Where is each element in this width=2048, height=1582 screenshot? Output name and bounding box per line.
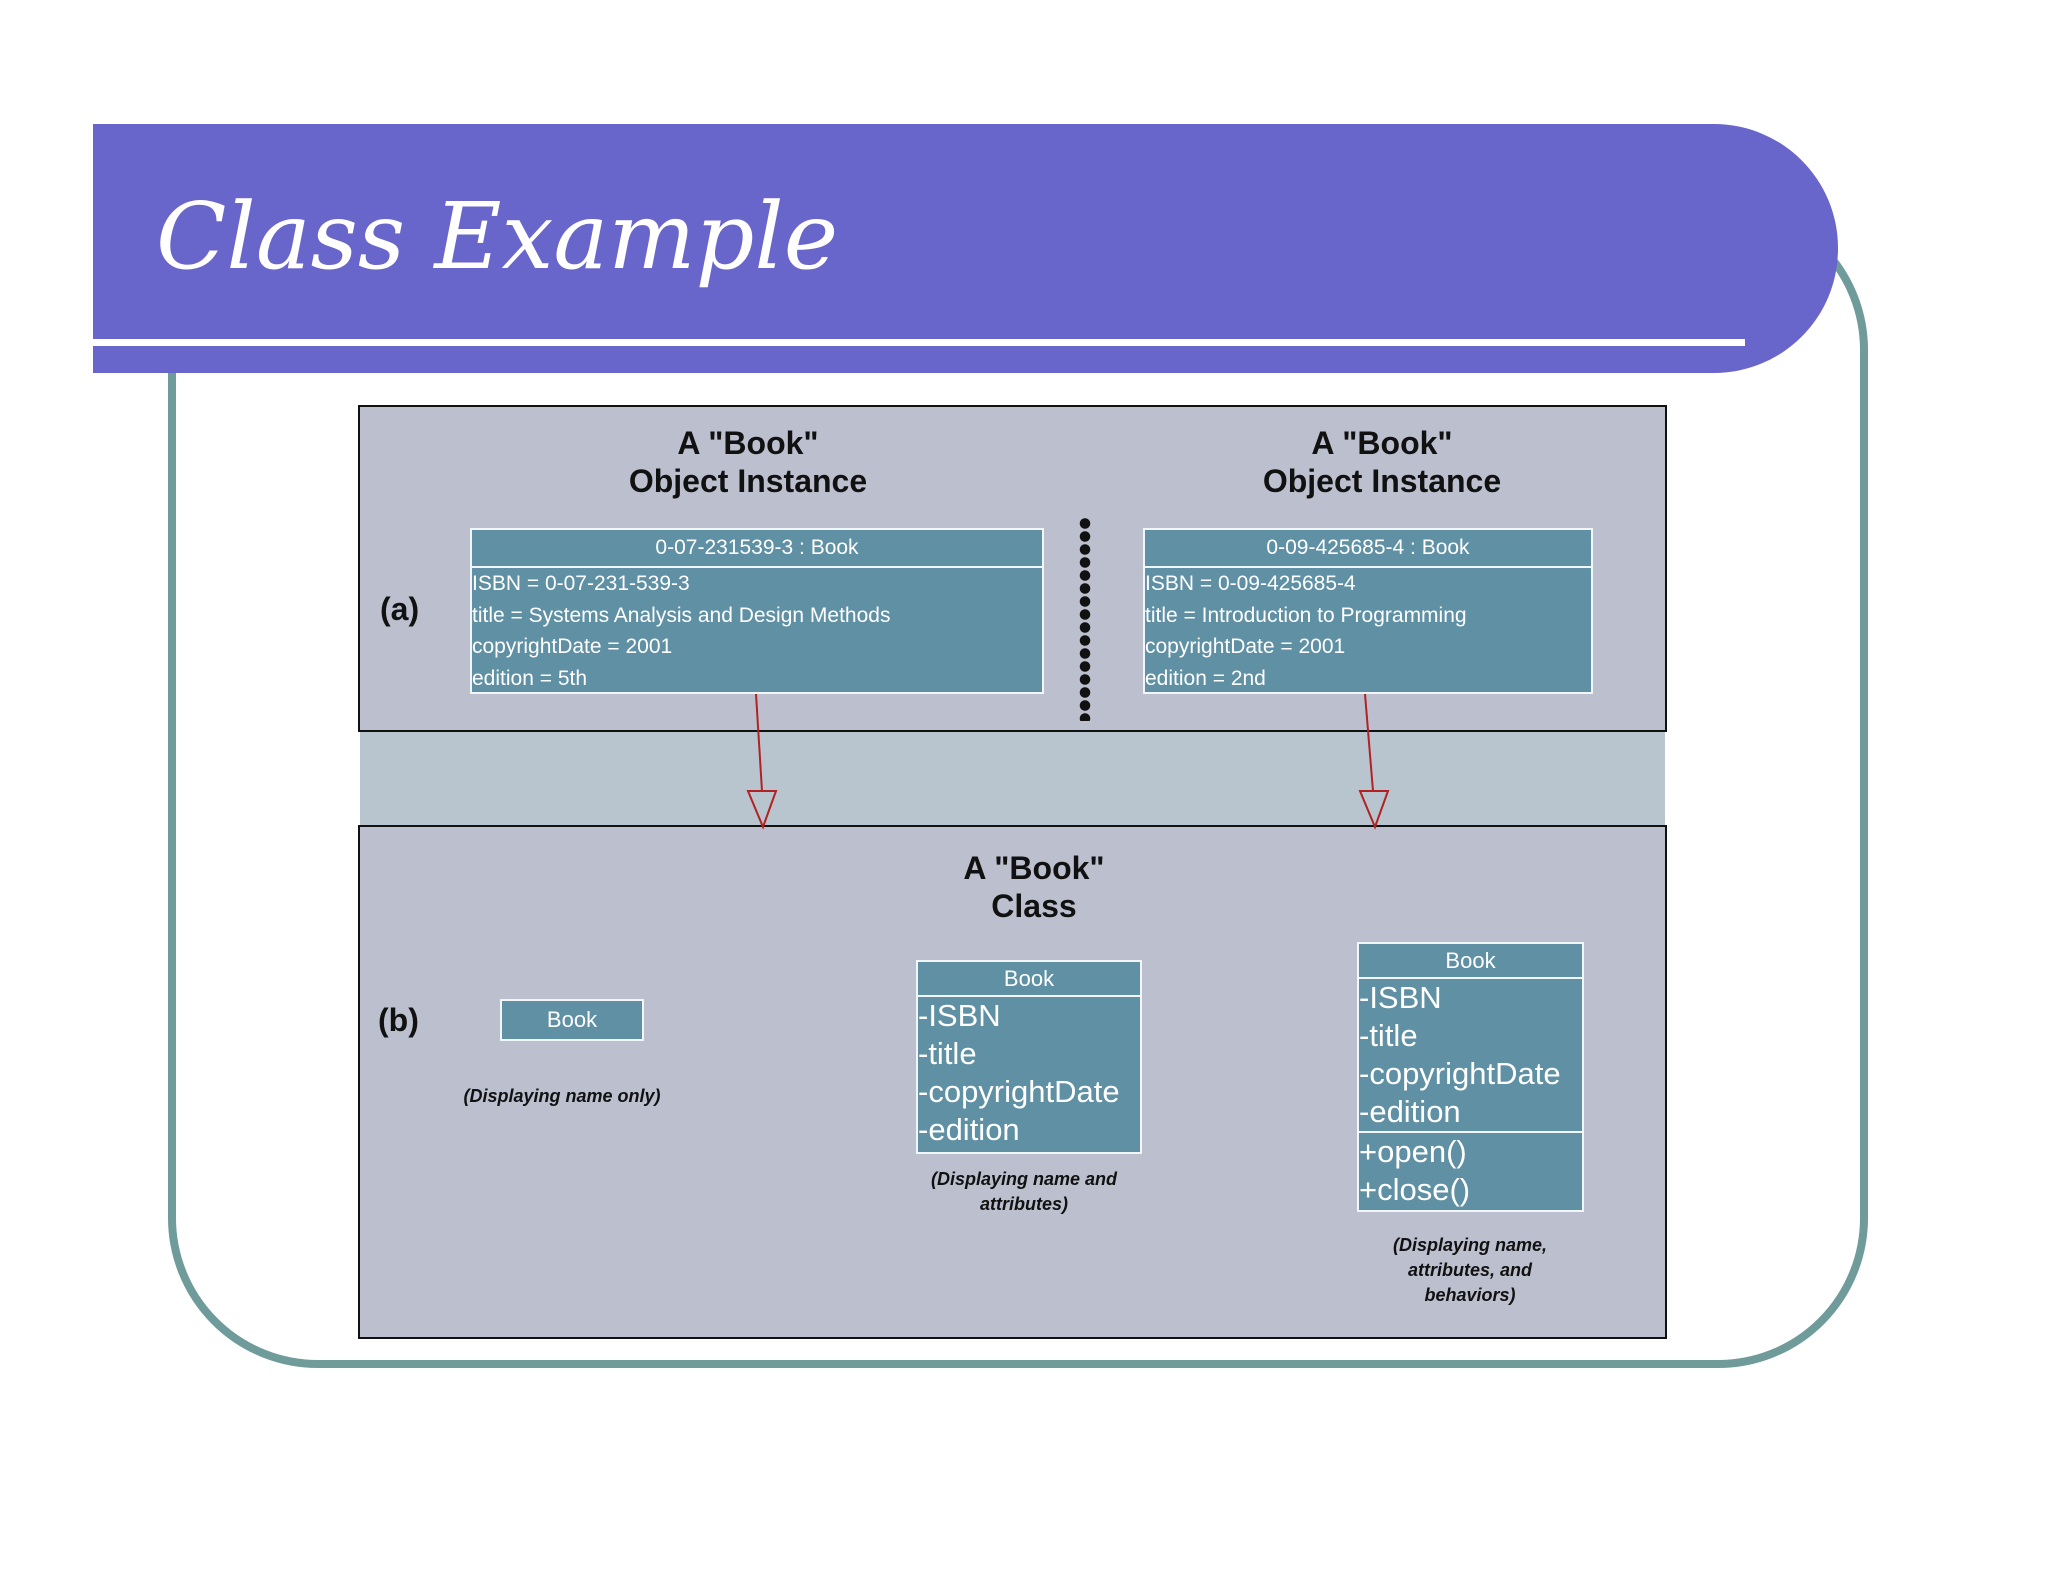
separator-dots [1079,517,1091,721]
class-box-name-only: Book [500,999,644,1041]
class-attributes: -ISBN -title -copyrightDate -edition [1359,979,1582,1131]
class-behaviors: +open() +close() [1359,1131,1582,1209]
class-box-full: Book -ISBN -title -copyrightDate -editio… [1357,942,1584,1212]
caption-full: (Displaying name, attributes, and behavi… [1392,1235,1548,1305]
attribute-row: -edition [918,1112,1020,1147]
caption-attributes: (Displaying name and attributes) [930,1169,1118,1214]
class-heading: A "Book" Class [963,850,1105,924]
class-box-attributes: Book -ISBN -title -copyrightDate -editio… [916,960,1142,1154]
behavior-row: +open() [1359,1134,1467,1169]
object-name: 0-09-425685-4 : Book [1145,530,1591,568]
attribute-row: ISBN = 0-07-231-539-3 [472,572,690,595]
title-underline [93,339,1745,346]
attribute-row: -title [1359,1018,1418,1053]
attribute-row: -copyrightDate [918,1074,1120,1109]
class-name: Book [918,962,1140,997]
object-instance-box-2: 0-09-425685-4 : Book ISBN = 0-09-425685-… [1143,528,1593,694]
attribute-row: copyrightDate = 2001 [1145,635,1346,658]
class-name: Book [546,1007,598,1032]
attribute-row: ISBN = 0-09-425685-4 [1145,572,1356,595]
class-attributes: -ISBN -title -copyrightDate -edition [918,997,1140,1149]
attribute-row: -edition [1359,1094,1461,1129]
class-name: Book [1359,944,1582,979]
attribute-row: title = Systems Analysis and Design Meth… [472,603,891,627]
attribute-row: -title [918,1036,977,1071]
attribute-row: -copyrightDate [1359,1056,1561,1091]
instance-2-heading: A "Book" Object Instance [1262,425,1502,499]
connector-band [360,732,1665,825]
part-a-label: (a) [380,591,420,627]
attribute-row: -ISBN [918,998,1001,1033]
object-attributes: ISBN = 0-07-231-539-3 title = Systems An… [472,568,1042,694]
title-bar [93,124,1838,373]
object-attributes: ISBN = 0-09-425685-4 title = Introductio… [1145,568,1591,694]
attribute-row: title = Introduction to Programming [1145,603,1467,627]
caption-name-only: (Displaying name only) [463,1086,661,1106]
instance-1-heading: A "Book" Object Instance [628,425,868,499]
object-instance-box-1: 0-07-231539-3 : Book ISBN = 0-07-231-539… [470,528,1044,694]
attribute-row: -ISBN [1359,980,1442,1015]
part-b-label: (b) [378,1002,419,1038]
behavior-row: +close() [1359,1172,1471,1207]
attribute-row: copyrightDate = 2001 [472,635,673,658]
attribute-row: edition = 2nd [1145,666,1266,690]
attribute-row: edition = 5th [472,666,588,690]
slide-title: Class Example [156,183,839,290]
object-name: 0-07-231539-3 : Book [472,530,1042,568]
